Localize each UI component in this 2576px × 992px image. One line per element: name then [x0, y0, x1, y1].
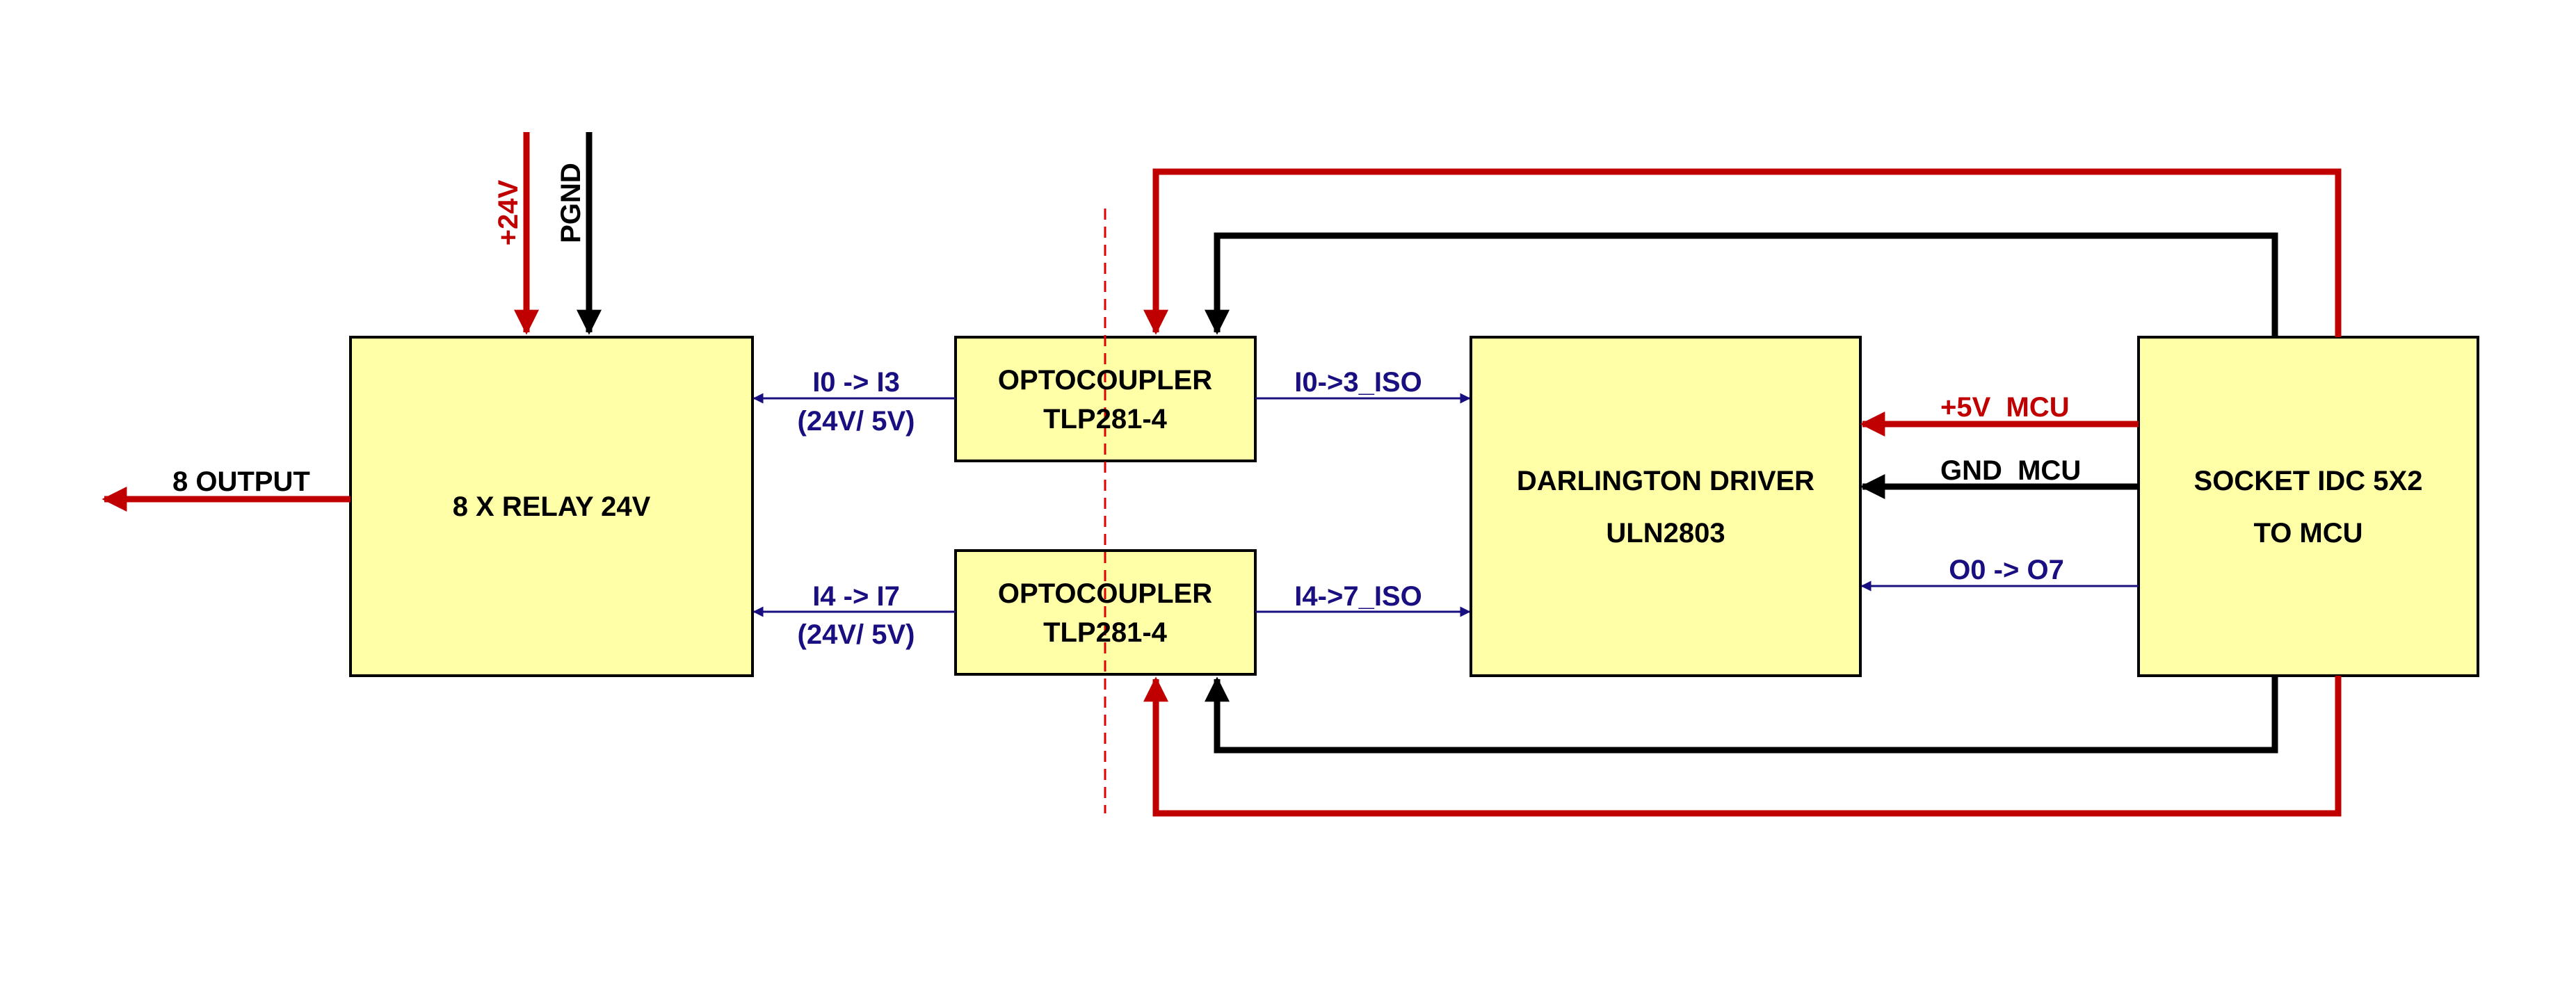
plus24v-label: +24V	[493, 179, 524, 245]
relay-block	[349, 336, 754, 677]
plus5v-top-loop	[1143, 168, 2342, 337]
relay-label: 8 X RELAY 24V	[453, 491, 651, 522]
gnd-top-loop	[1205, 232, 2278, 337]
optocoupler-bottom-label: OPTOCOUPLER	[998, 578, 1212, 609]
darlington-driver-block	[1470, 336, 1862, 677]
socket-label: SOCKET IDC 5X2	[2194, 466, 2423, 496]
plus5v-bottom-loop	[1143, 676, 2342, 817]
socket-idc-block	[2137, 336, 2479, 677]
darlington-part: ULN2803	[1606, 518, 1725, 548]
i0-i3-level-label: (24V/ 5V)	[798, 406, 915, 437]
pgnd-label: PGND	[556, 163, 586, 243]
darlington-label: DARLINGTON DRIVER	[1517, 466, 1814, 496]
plus5v-mcu-label: +5V MCU	[1940, 392, 2070, 423]
i4-i7-level-label: (24V/ 5V)	[798, 619, 915, 650]
optocoupler-top-label: OPTOCOUPLER	[998, 365, 1212, 396]
output-label: 8 OUTPUT	[172, 466, 310, 497]
i0-i3-label: I0 -> I3	[812, 367, 900, 398]
optocoupler-top-part: TLP281-4	[1043, 404, 1168, 434]
gnd-bottom-loop	[1205, 676, 2278, 754]
gnd-mcu-label: GND MCU	[1940, 455, 2081, 486]
socket-sub-label: TO MCU	[2253, 518, 2362, 548]
i4-7-iso-label: I4->7_ISO	[1294, 581, 1422, 612]
o0-o7-label: O0 -> O7	[1949, 555, 2064, 585]
i0-3-iso-label: I0->3_ISO	[1294, 367, 1422, 398]
i4-i7-label: I4 -> I7	[812, 581, 900, 612]
optocoupler-bottom-part: TLP281-4	[1043, 617, 1168, 648]
